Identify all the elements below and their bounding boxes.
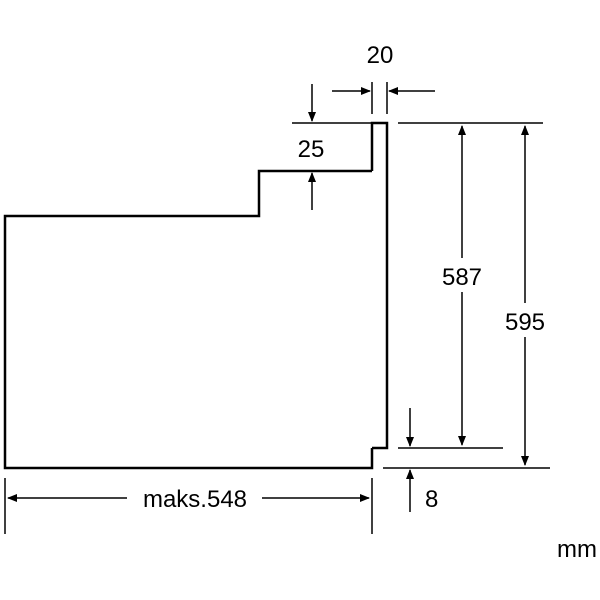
inner-height-label: 587 [442, 264, 482, 291]
door-thickness-label: 20 [367, 42, 394, 69]
inner-height-label-bg [432, 258, 492, 292]
bottom-offset-label: 8 [425, 486, 438, 513]
top-step-label: 25 [298, 136, 325, 163]
unit-label: mm [557, 536, 597, 563]
total-height-label: 595 [505, 309, 545, 336]
total-height-label-bg [495, 303, 555, 337]
appliance-body-outline [3, 169, 374, 470]
depth-label: maks.548 [143, 486, 247, 513]
appliance-front-panel [370, 121, 389, 450]
depth-label-bg [127, 482, 262, 514]
